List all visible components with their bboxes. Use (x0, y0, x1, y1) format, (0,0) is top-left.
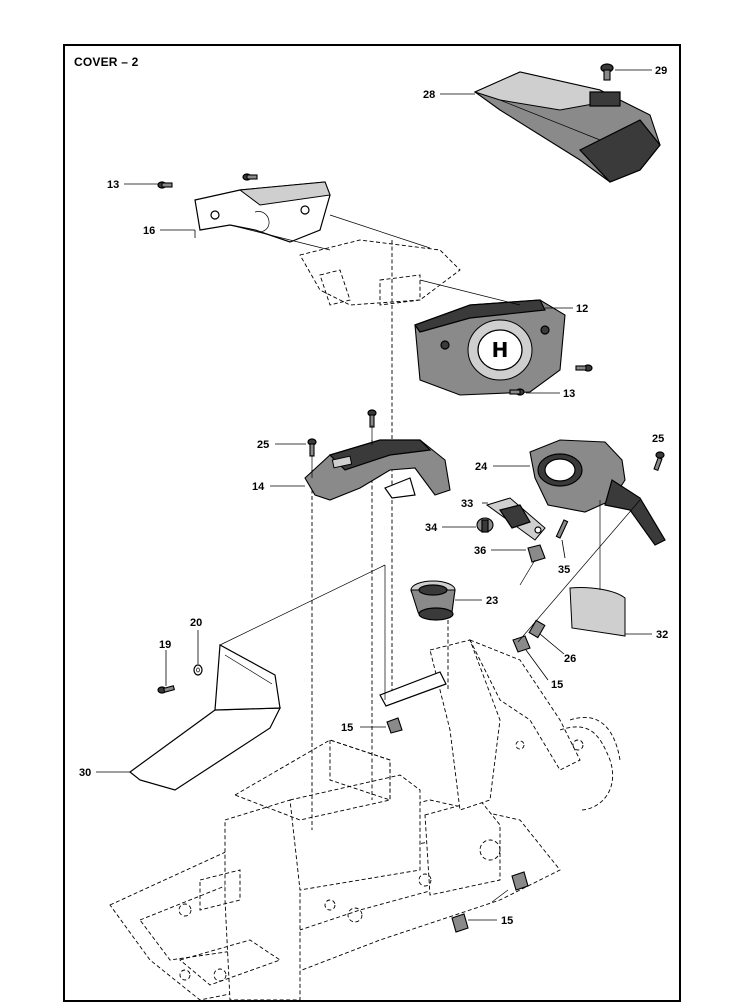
part-28-top-cover (473, 71, 661, 183)
part-25-screw-right (653, 451, 665, 472)
part-26-fitting (528, 619, 546, 639)
callout-35: 35 (558, 564, 570, 576)
chassis-frame (109, 239, 621, 1001)
diagram-frame (63, 44, 681, 1002)
leader-lines (96, 69, 652, 921)
callout-34: 34 (425, 522, 438, 534)
part-13-screw-top (157, 173, 258, 189)
part-33-switch-panel (485, 497, 546, 541)
callout-32: 32 (656, 629, 668, 641)
part-29-screw (600, 63, 614, 81)
callout-16: 16 (143, 225, 155, 237)
part-14-steering-cover (304, 439, 451, 501)
callout-23: 23 (486, 595, 498, 607)
part-24-dash-housing (529, 439, 666, 546)
callout-15-middle: 15 (341, 722, 353, 734)
part-15-clip-lower (451, 871, 529, 933)
part-35-screw (555, 519, 569, 539)
mounting-strip (379, 671, 447, 707)
part-15-clip-middle (386, 717, 403, 734)
part-34-knob (476, 517, 494, 533)
callout-14: 14 (252, 481, 265, 493)
callout-33: 33 (461, 498, 473, 510)
part-32-panel (569, 587, 626, 637)
part-30-floor-plate (129, 644, 281, 791)
part-16-bracket (194, 181, 331, 243)
callout-25-right: 25 (652, 433, 664, 445)
callout-24: 24 (475, 461, 488, 473)
callout-30: 30 (79, 767, 91, 779)
part-12-front-cover: H (414, 299, 566, 396)
callout-19: 19 (159, 639, 171, 651)
callout-20: 20 (190, 617, 202, 629)
diagram-title: COVER – 2 (74, 55, 139, 69)
part-23-steering-boot (410, 580, 456, 621)
callout-29: 29 (655, 65, 667, 77)
callout-15-lower: 15 (501, 915, 513, 927)
callout-36: 36 (474, 545, 486, 557)
callout-labels: 29 28 13 16 12 13 25 14 24 25 33 34 36 3… (79, 65, 668, 927)
svg-text:H: H (492, 338, 509, 362)
part-15-clip-upper (512, 635, 531, 653)
part-19-screw (157, 685, 176, 694)
callout-13-top: 13 (107, 179, 119, 191)
callout-15-upper: 15 (551, 679, 563, 691)
part-13-screw-bottom (509, 364, 593, 396)
callout-13-bottom: 13 (563, 388, 575, 400)
callout-25-left: 25 (257, 439, 269, 451)
callout-28: 28 (423, 89, 435, 101)
callout-12: 12 (576, 303, 588, 315)
callout-26: 26 (564, 653, 576, 665)
part-20-washer (193, 664, 203, 676)
part-36-clip (527, 544, 546, 563)
